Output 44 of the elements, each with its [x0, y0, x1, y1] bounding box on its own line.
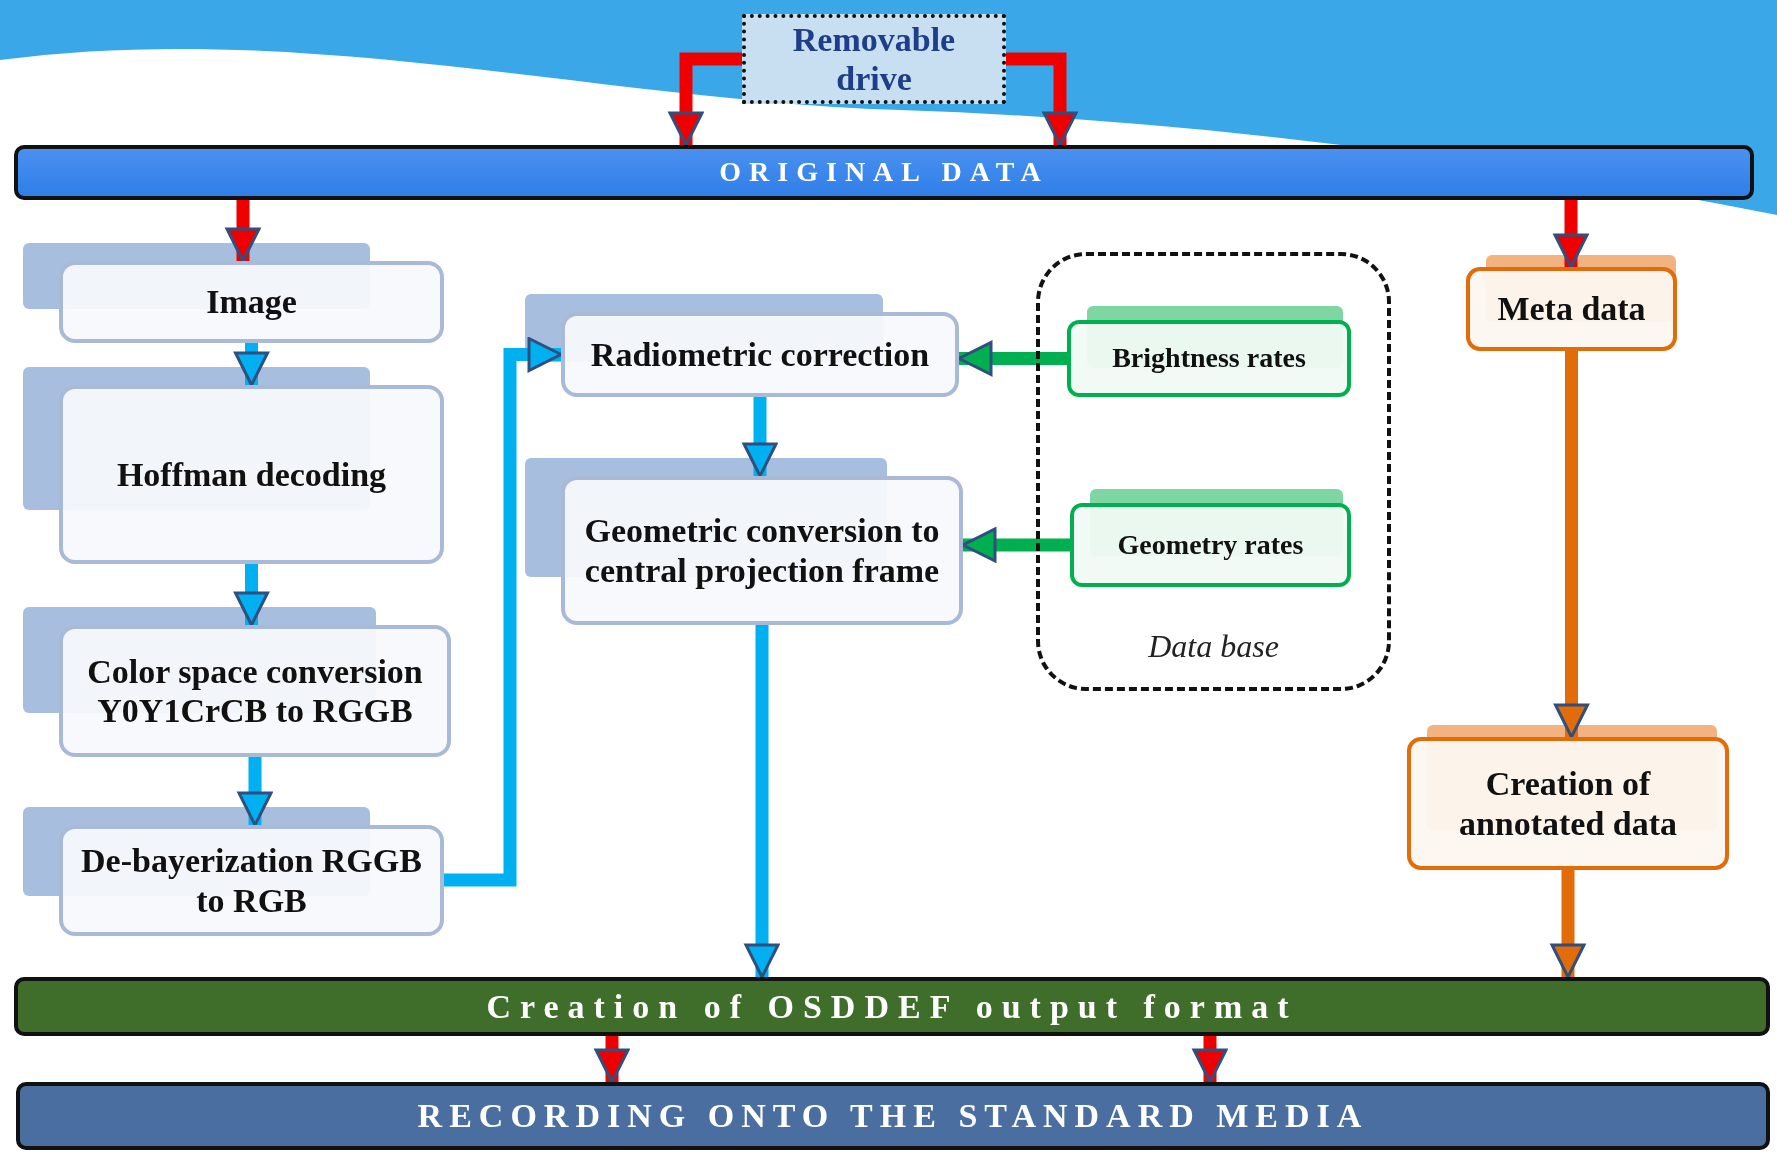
node-label: Hoffman decoding	[116, 454, 387, 495]
process-box	[59, 625, 451, 757]
arrow	[225, 200, 261, 263]
process-box	[1466, 267, 1677, 351]
node-label: Creation of annotated data	[1457, 764, 1679, 843]
node-label: Creation of OSDDEF output format	[486, 986, 1298, 1027]
format-band	[14, 977, 1770, 1036]
node-label: Meta data	[1497, 289, 1646, 329]
node-label: ORIGINAL DATA	[719, 156, 1049, 189]
node-label: Color space conversion Y0Y1CrCB to RGGB	[86, 651, 424, 731]
data-box	[1070, 503, 1351, 587]
storage-box	[742, 14, 1006, 104]
arrow	[234, 343, 269, 387]
node-label: Radiometric correction	[590, 334, 930, 375]
arrow	[1550, 870, 1586, 979]
node-label: De-bayerization RGGB to RGB	[80, 841, 423, 920]
node-label: RECORDING ONTO THE STANDARD MEDIA	[417, 1096, 1369, 1136]
node-label: Geometry rates	[1117, 528, 1304, 562]
arrow	[1553, 200, 1589, 269]
data-box	[1067, 320, 1351, 397]
process-box	[59, 261, 444, 343]
arrow	[742, 397, 778, 478]
arrow	[1554, 351, 1589, 739]
arrow	[961, 527, 1070, 563]
arrow	[237, 757, 273, 827]
process-box	[59, 825, 444, 936]
data-band	[14, 145, 1754, 200]
arrow	[744, 625, 780, 979]
node-label: Geometric conversion to central projection frame	[583, 511, 941, 590]
arrow	[444, 337, 563, 887]
arrow	[594, 1036, 630, 1084]
process-box	[59, 385, 444, 564]
node-label: Data base	[1148, 628, 1279, 665]
node-label: Brightness rates	[1112, 342, 1306, 375]
arrow	[1192, 1036, 1228, 1084]
process-box	[561, 476, 963, 625]
arrow	[957, 341, 1067, 376]
node-label: Removable drive	[791, 19, 957, 99]
node-label: Image	[206, 282, 297, 322]
arrow	[234, 564, 269, 627]
database-group	[1036, 252, 1391, 691]
process-box	[1407, 737, 1729, 870]
process-box	[561, 312, 959, 397]
media-band	[16, 1082, 1770, 1150]
